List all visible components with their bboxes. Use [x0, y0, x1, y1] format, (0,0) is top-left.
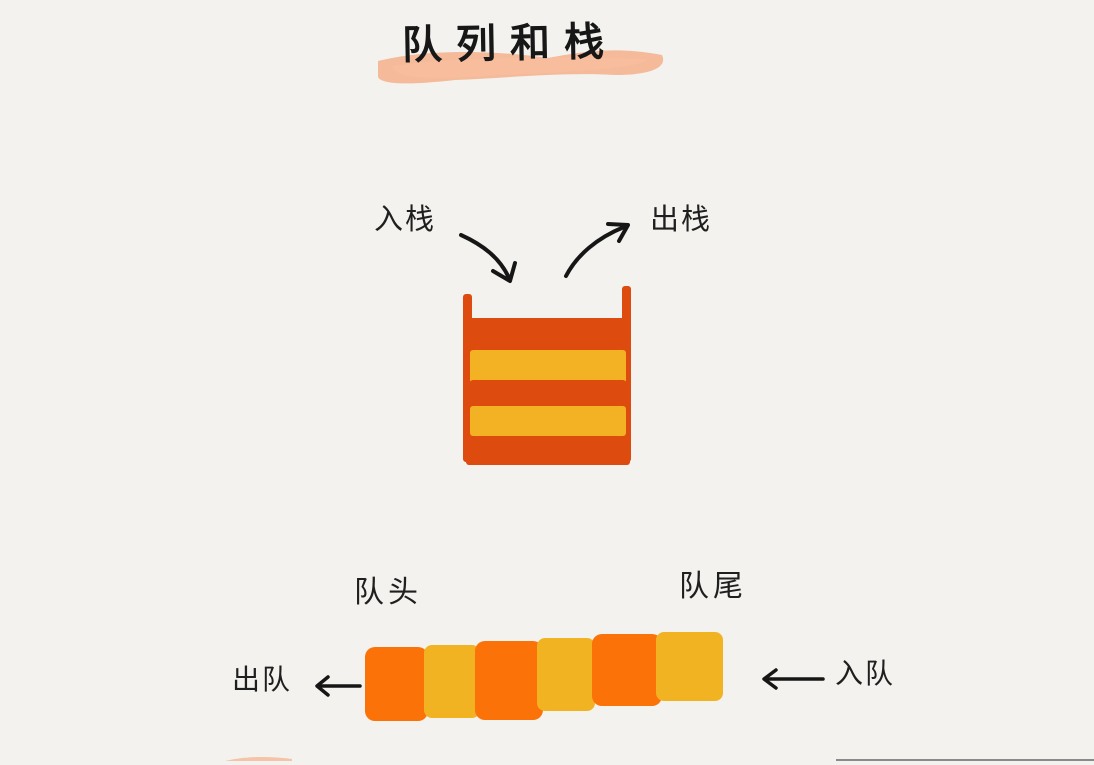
stack-item [470, 350, 626, 383]
enqueue-label: 入队 [835, 657, 896, 690]
title-highlight-soft [392, 57, 647, 79]
push-arrowhead [491, 261, 517, 283]
stack-item [470, 380, 626, 411]
push-label: 入栈 [374, 202, 437, 236]
pop-arrow [564, 225, 626, 278]
queue-item [475, 641, 543, 720]
diagram-title: 队列和栈 [401, 19, 619, 69]
queue-item [656, 632, 723, 701]
pop-label: 出栈 [650, 202, 713, 236]
queue-item [365, 647, 428, 721]
pop-arrowhead [606, 222, 630, 243]
dequeue-arrowhead [315, 675, 330, 697]
bottom-divider [836, 759, 1094, 761]
queue-item [537, 638, 595, 711]
push-arrow [459, 233, 511, 280]
stack-item [469, 318, 626, 352]
enqueue-arrowhead [762, 668, 778, 690]
queue-head-label: 队头 [354, 575, 422, 610]
queue-item [592, 634, 662, 706]
queue-tail-label: 队尾 [679, 569, 747, 604]
dequeue-label: 出队 [232, 663, 293, 696]
bottom-highlight [225, 756, 292, 761]
stack-item [470, 406, 626, 436]
stack-base [466, 434, 630, 465]
queue-item [424, 645, 480, 718]
